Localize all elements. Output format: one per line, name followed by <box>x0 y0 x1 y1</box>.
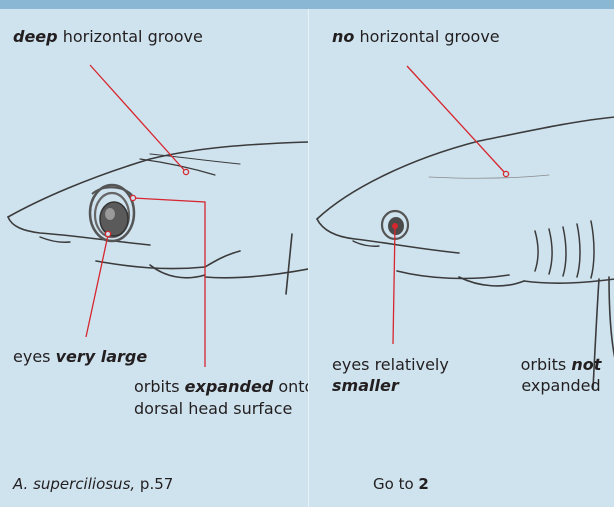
species-reference-link[interactable]: A. superciliosus, p.57 <box>13 474 173 494</box>
label-orbits-expanded-right: expanded <box>513 376 609 396</box>
label-orbits-dorsal-surface: dorsal head surface <box>134 399 292 419</box>
shark-head-sketch-right <box>309 9 614 507</box>
label-eyes-relatively: eyes relatively <box>332 355 449 375</box>
right-panel-other-species: no horizontal groove eyes relatively sma… <box>308 9 614 507</box>
top-color-bar <box>0 0 614 9</box>
goto-couplet-link[interactable]: Go to 2 <box>373 474 429 494</box>
label-orbits-expanded: orbits expanded onto <box>134 377 314 397</box>
label-no-groove: no horizontal groove <box>332 27 500 47</box>
left-panel-superciliosus: deep horizontal groove eyes very large o… <box>0 9 308 507</box>
label-eyes-very-large: eyes very large <box>13 347 147 367</box>
shark-head-sketch-left <box>0 9 308 507</box>
label-deep-groove: deep horizontal groove <box>13 27 203 47</box>
label-eyes-smaller: smaller <box>332 376 399 396</box>
label-orbits-not: orbits not <box>513 355 609 375</box>
large-eye-left <box>90 185 134 241</box>
